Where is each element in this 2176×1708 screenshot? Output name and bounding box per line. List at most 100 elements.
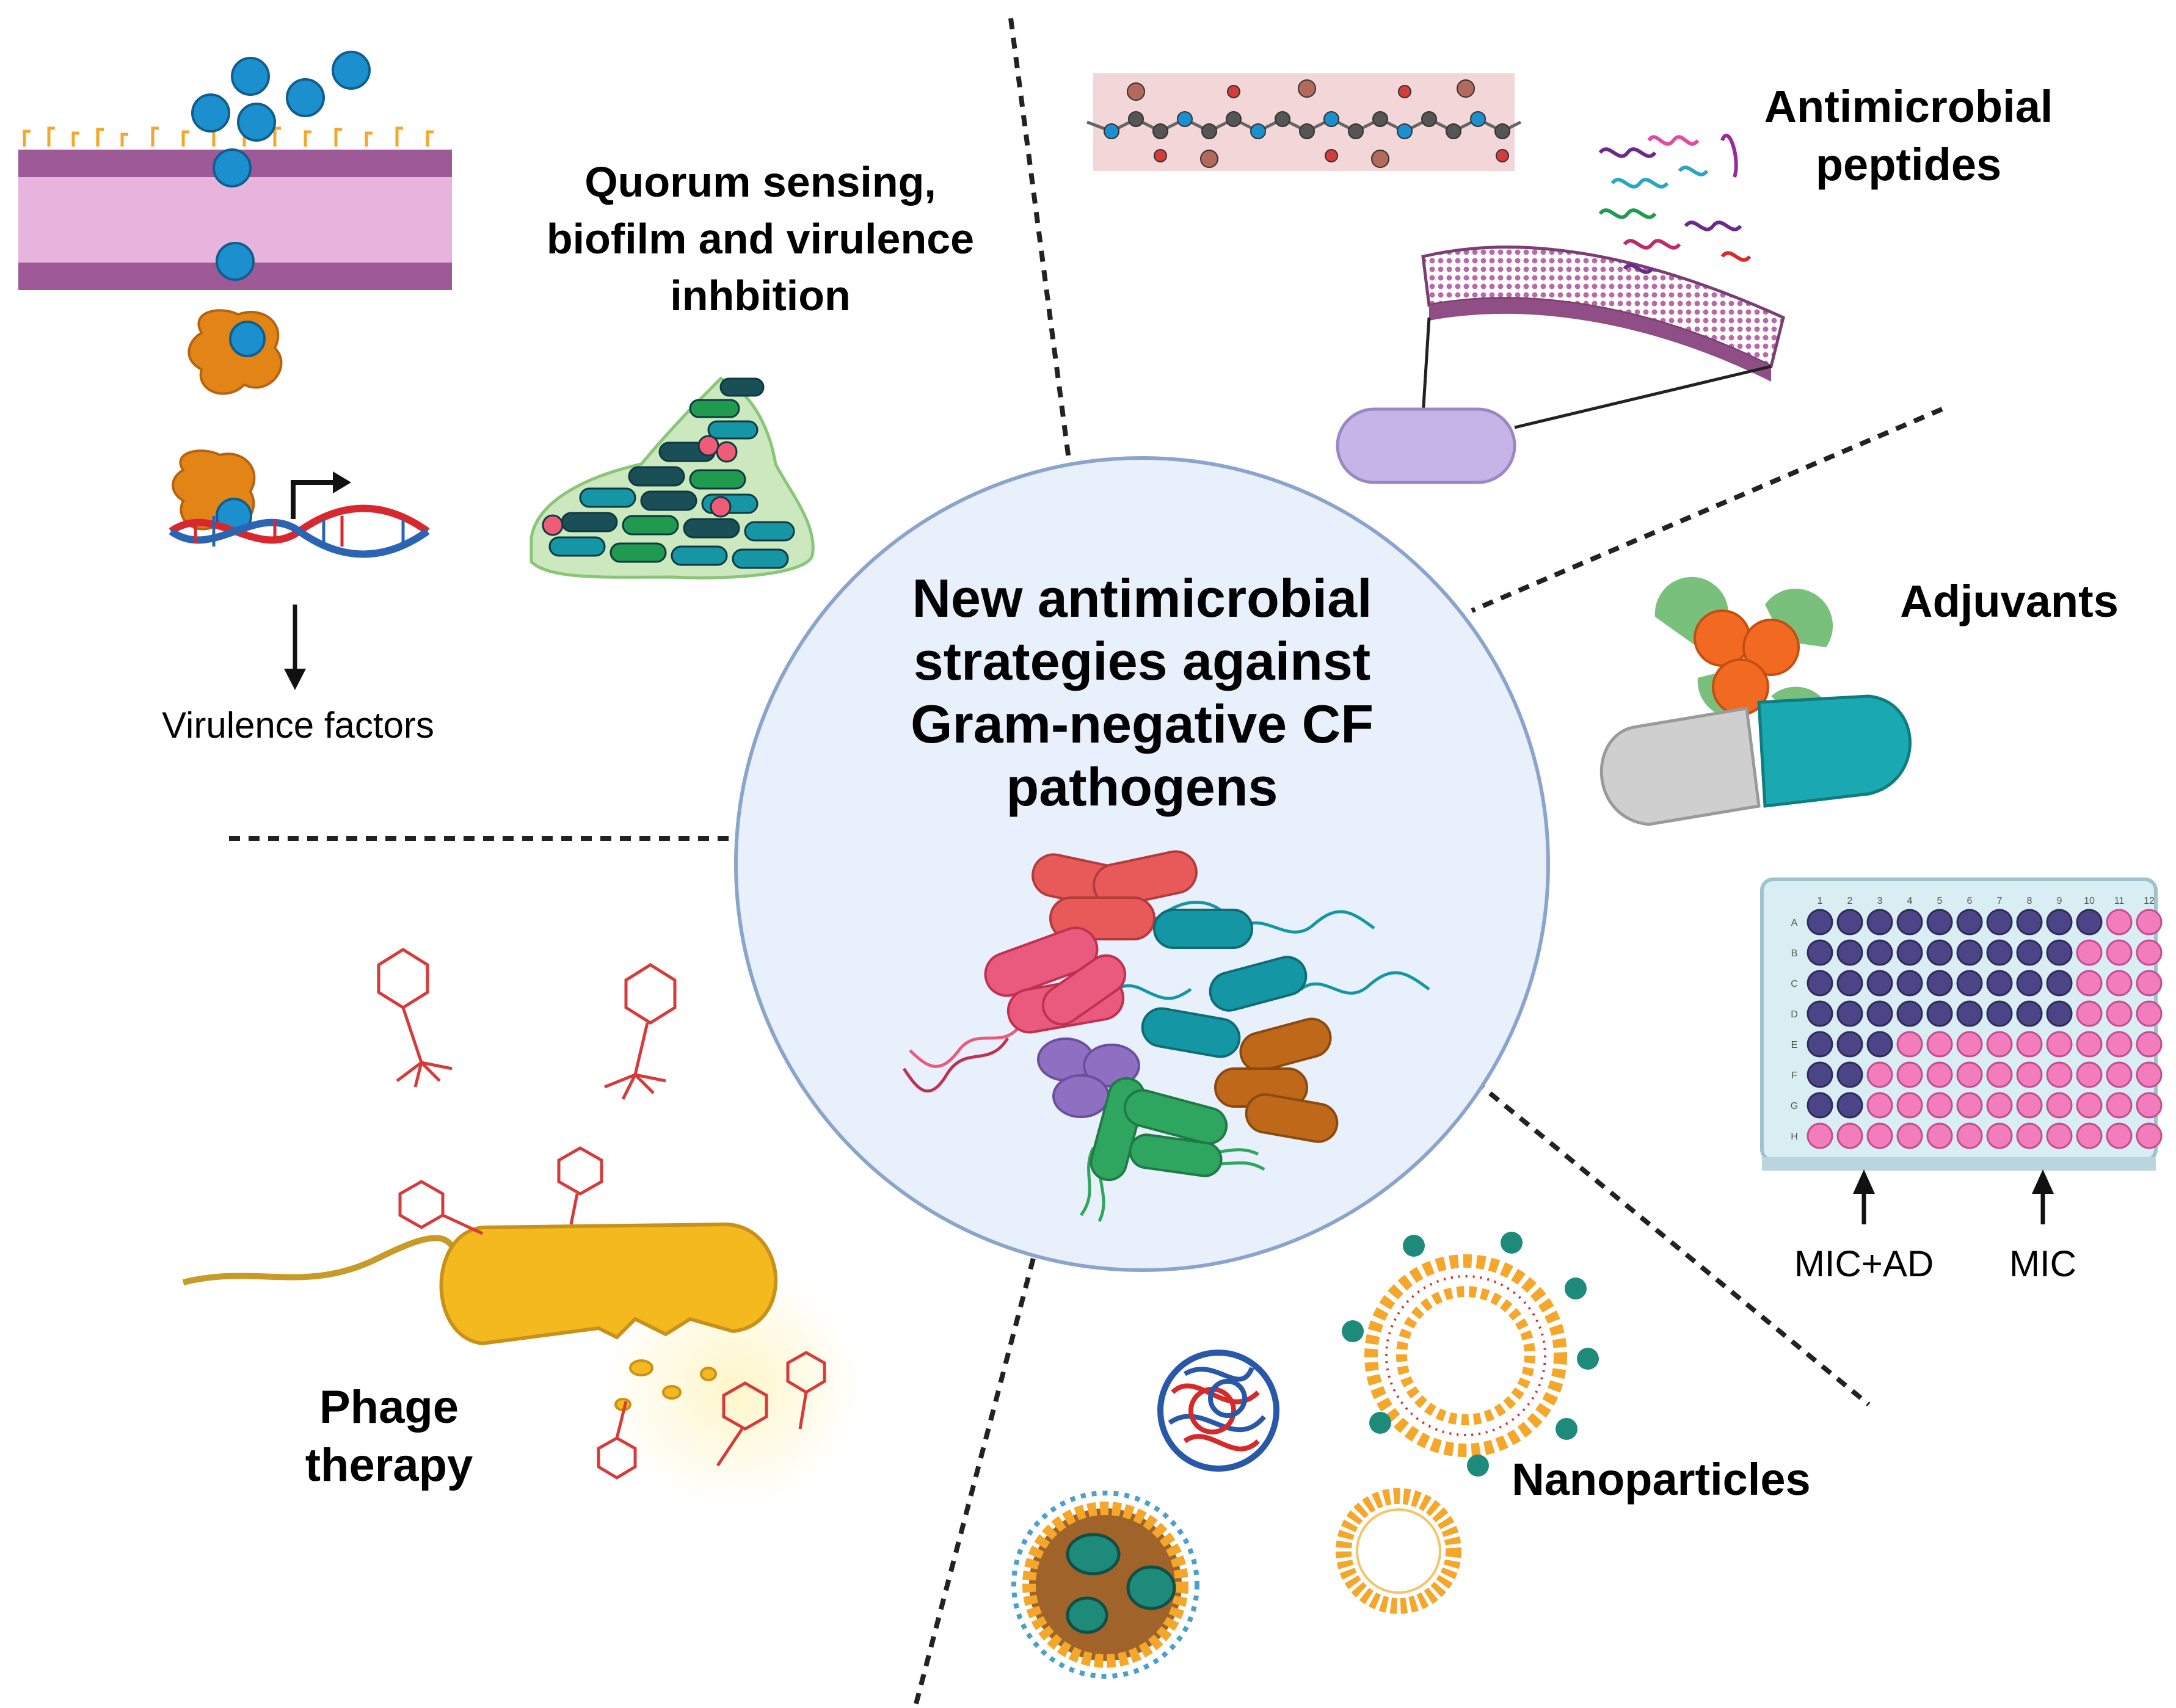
plate-well xyxy=(1866,1061,1893,1088)
quorum-title-line-1: Quorum sensing, xyxy=(584,158,936,206)
plate-well xyxy=(2106,1092,2133,1119)
down-arrow-head xyxy=(284,669,306,690)
plate-well xyxy=(1807,1000,1833,1027)
plate-well xyxy=(1896,1000,1923,1027)
amp-title-line-2: peptides xyxy=(1816,139,2001,190)
plate-row-label: A xyxy=(1791,918,1798,928)
plate-well xyxy=(1866,1092,1893,1119)
center-title-line-2: strategies against xyxy=(914,631,1370,691)
plate-column-label: 9 xyxy=(2057,896,2062,906)
zoom-line xyxy=(1514,365,1772,429)
plate-column-label: 6 xyxy=(1967,896,1973,906)
plate-well xyxy=(1836,1122,1863,1149)
plate-well xyxy=(1956,970,1983,997)
bacterium-teal-3 xyxy=(1141,1007,1241,1058)
plate-wells xyxy=(1807,909,2163,1149)
plate-well xyxy=(1896,1031,1923,1058)
plate-well xyxy=(1896,939,1923,966)
plate-well xyxy=(2106,1122,2133,1149)
plate-well xyxy=(1986,1092,2013,1119)
plate-well xyxy=(1836,1000,1863,1027)
center-title-line-3: Gram-negative CF xyxy=(911,694,1374,754)
bacterium-brown-group xyxy=(1214,1017,1339,1143)
plate-well xyxy=(1896,1092,1923,1119)
phage xyxy=(597,1401,637,1480)
plate-well xyxy=(1807,1122,1833,1149)
plate-well xyxy=(2016,939,2043,966)
mic-label: MIC xyxy=(2009,1243,2076,1284)
plate-well xyxy=(2016,970,2043,997)
plate-well xyxy=(2046,1122,2073,1149)
plate-well xyxy=(1807,1092,1833,1119)
bacterium-green-3 xyxy=(1129,1133,1223,1177)
phage-therapy-illustration xyxy=(182,948,861,1508)
plate-column-label: 10 xyxy=(2084,896,2095,906)
phage xyxy=(716,1381,768,1467)
plate-well xyxy=(2076,909,2103,936)
plate-well xyxy=(1956,1000,1983,1027)
signal-molecule xyxy=(332,51,371,90)
plate-well xyxy=(2016,1122,2043,1149)
divider-bottom xyxy=(914,1238,1041,1705)
amp-title-group: Antimicrobial peptides xyxy=(1764,81,2053,190)
targeting-ligands xyxy=(1342,1232,1599,1477)
plate-well xyxy=(2076,1061,2103,1088)
plate-well xyxy=(2076,1122,2103,1149)
plate-well xyxy=(2046,1000,2073,1027)
capsule-grey-half xyxy=(1599,707,1761,826)
plate-column-label: 12 xyxy=(2144,896,2155,906)
plate-well xyxy=(2136,1122,2163,1149)
snp-shell xyxy=(1011,1491,1199,1679)
plate-well xyxy=(1956,939,1983,966)
plate-well xyxy=(1926,909,1953,936)
phage-title-group: Phage therapy xyxy=(305,1381,473,1491)
plate-well xyxy=(1926,1122,1953,1149)
center-title-line-1: New antimicrobial xyxy=(912,568,1372,628)
quorum-title-line-3: inhbition xyxy=(670,272,850,319)
signal-molecule xyxy=(213,148,252,187)
flagellum xyxy=(182,1235,467,1285)
plate-well xyxy=(1896,970,1923,997)
quorum-title-group: Quorum sensing, biofilm and virulence in… xyxy=(547,158,974,319)
plate-well xyxy=(1836,909,1863,936)
orange-ball xyxy=(1742,619,1800,676)
capsule-teal-half xyxy=(1757,694,1912,808)
plate-well xyxy=(1956,909,1983,936)
phage xyxy=(604,963,677,1100)
polymer-coils xyxy=(1168,1367,1267,1452)
plate-well xyxy=(1896,1061,1923,1088)
dna-helix xyxy=(169,504,430,558)
plate-well xyxy=(2046,970,2073,997)
plate-well xyxy=(2106,970,2133,997)
plate-well xyxy=(1956,1061,1983,1088)
plate-column-label: 7 xyxy=(1997,896,2003,906)
plate-well xyxy=(1866,909,1893,936)
plate-column-label: 4 xyxy=(1907,896,1913,906)
plate-well xyxy=(2016,909,2043,936)
phage-title-line-2: therapy xyxy=(305,1439,473,1491)
plate-row-label: C xyxy=(1791,979,1798,989)
plate-well xyxy=(1986,1031,2013,1058)
plate-well xyxy=(2136,1061,2163,1088)
plate-column-label: 1 xyxy=(1818,896,1823,906)
snp-cargo xyxy=(1066,1533,1121,1575)
plate-well xyxy=(2136,970,2163,997)
signal-molecule xyxy=(237,103,276,142)
plate-well xyxy=(1866,1122,1893,1149)
section-dividers xyxy=(229,18,1943,1705)
plate-well xyxy=(2046,909,2073,936)
signal-molecule xyxy=(229,321,266,357)
plate-well xyxy=(1896,909,1923,936)
peptide-atoms xyxy=(1104,79,1510,168)
plate-well xyxy=(2016,1092,2043,1119)
orange-ball xyxy=(1694,609,1751,667)
plate-well xyxy=(1836,939,1863,966)
plate-row-label: D xyxy=(1791,1009,1798,1020)
plate-well xyxy=(2136,1000,2163,1027)
peptide-squiggles xyxy=(1598,133,1752,274)
plate-well xyxy=(1836,1031,1863,1058)
plate-well xyxy=(1866,1000,1893,1027)
yellow-bacterium xyxy=(439,1222,778,1346)
plate-well xyxy=(1956,1122,1983,1149)
